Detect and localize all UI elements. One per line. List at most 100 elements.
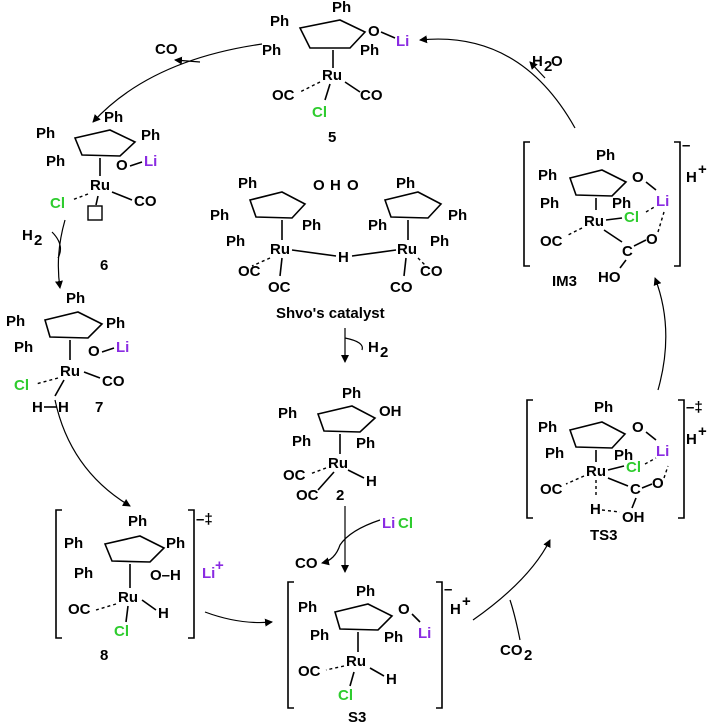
ruthenium: Ru (90, 177, 110, 194)
co-ligand: CO (360, 87, 383, 104)
o-li-bond (645, 181, 657, 191)
bracket-left (526, 399, 533, 519)
compound-id-2: 2 (336, 487, 344, 504)
o-li-bond (645, 431, 657, 441)
h2o-label-o: O (551, 53, 563, 70)
compound-7: Ph Ph Ph Ph O Li Ru CO Cl H H 7 (6, 290, 129, 416)
oxygen: O (398, 601, 410, 618)
hydride-1: H (32, 399, 43, 416)
ph: Ph (368, 217, 387, 234)
ph: Ph (46, 153, 65, 170)
compound-id-shvo: Shvo's catalyst (276, 305, 385, 322)
co2-label-2: 2 (524, 647, 532, 664)
compound-2: Ph Ph Ph Ph OH Ru OC H OC 2 (278, 385, 402, 504)
ru-cl-dash (35, 377, 59, 385)
ru-h-bond-left (291, 249, 337, 257)
reagent-labels: CO H 2 O H 2 H 2 Li Cl CO CO 2 (22, 41, 563, 664)
bracket-right (188, 509, 195, 639)
oxygen: O (116, 157, 128, 174)
ruthenium-left: Ru (270, 241, 290, 258)
ph: Ph (74, 565, 93, 582)
co-ligand: CO (102, 373, 125, 390)
h2-left-2: 2 (34, 232, 42, 249)
ph: Ph (141, 127, 160, 144)
hydroxyl: OH (622, 509, 645, 526)
h-o-dash (601, 509, 621, 513)
oxygen: O (632, 419, 644, 436)
cp-ring (316, 405, 377, 433)
ru-c-bond (607, 477, 629, 487)
lithium: Li (656, 193, 669, 210)
ph: Ph (262, 42, 281, 59)
ru-vacancy-bond (95, 195, 99, 206)
h2-center-h: H (368, 339, 379, 356)
carboxyl-o: O (646, 231, 658, 248)
ph: Ph (540, 195, 559, 212)
ru-co-dash (565, 475, 585, 485)
oc-ligand: OC (238, 263, 261, 280)
ru-co-bond (111, 191, 133, 201)
arrow-h2o-release (529, 61, 546, 79)
co-ligand: CO (390, 279, 413, 296)
ruthenium: Ru (60, 363, 80, 380)
cycle-arrows (51, 35, 667, 641)
cp-ring (73, 129, 137, 157)
ph: Ph (332, 0, 351, 16)
ruthenium: Ru (586, 463, 606, 480)
compound-id-6: 6 (100, 257, 108, 274)
arrow-licl-co (321, 519, 381, 566)
ru-co-bond-left (279, 257, 283, 277)
bracket-right (678, 399, 685, 519)
cl-li-dash (644, 457, 657, 465)
ruthenium: Ru (584, 213, 604, 230)
hydroxyl: HO (598, 269, 621, 286)
ph: Ph (596, 147, 615, 164)
ph: Ph (292, 433, 311, 450)
ph: Ph (66, 290, 85, 307)
oc-ligand: OC (298, 663, 321, 680)
carbon: C (622, 243, 633, 260)
arrow-co-release-top (174, 56, 201, 65)
ruthenium: Ru (118, 589, 138, 606)
ru-co-dash (309, 467, 327, 475)
oc-ligand: OC (540, 233, 563, 250)
charge-minus-dagger: –‡ (686, 399, 703, 416)
arrow-co2-in (509, 599, 521, 641)
chlorine: Cl (50, 195, 65, 212)
counter-ion-plus: + (698, 423, 707, 440)
ph: Ph (298, 599, 317, 616)
bracket-right (674, 141, 681, 267)
compound-id-7: 7 (95, 399, 103, 416)
hydride: H (158, 605, 169, 622)
chlorine: Cl (624, 209, 639, 226)
c-oh-bond (631, 497, 637, 509)
o-li-bond (101, 347, 115, 353)
shvo-catalyst: Ph Ph Ph Ph Ph Ph Ph Ph O H O Ru Ru H OC… (210, 175, 467, 322)
arrow-5-to-6 (92, 43, 263, 123)
counter-ion-plus: + (698, 161, 707, 178)
ph: Ph (166, 535, 185, 552)
bracket-left (523, 141, 530, 267)
c-o-double (641, 483, 653, 489)
compound-ts3: –‡ H + Ph Ph Ph Ph O Li Ru Cl OC C O H O… (526, 399, 707, 544)
ru-cl-bond (607, 465, 625, 471)
bracket-right (436, 581, 443, 709)
o-li-bond (129, 161, 143, 167)
cp-ring (298, 19, 367, 49)
ru-cl-dash (71, 193, 89, 201)
hydride: H (590, 501, 601, 518)
ru-co-dash (299, 81, 321, 93)
lithium: Li (656, 443, 669, 460)
h2o-label-2: 2 (544, 58, 552, 75)
ru-co-dash (565, 227, 583, 237)
counter-ion-h: H (450, 601, 461, 618)
chlorine: Cl (114, 623, 129, 640)
c-o-double (633, 239, 647, 247)
oxygen: O (88, 343, 100, 360)
cp-ring (568, 421, 627, 449)
o-li-dash (663, 465, 669, 479)
ph: Ph (430, 233, 449, 250)
vacant-site-box (87, 205, 103, 221)
